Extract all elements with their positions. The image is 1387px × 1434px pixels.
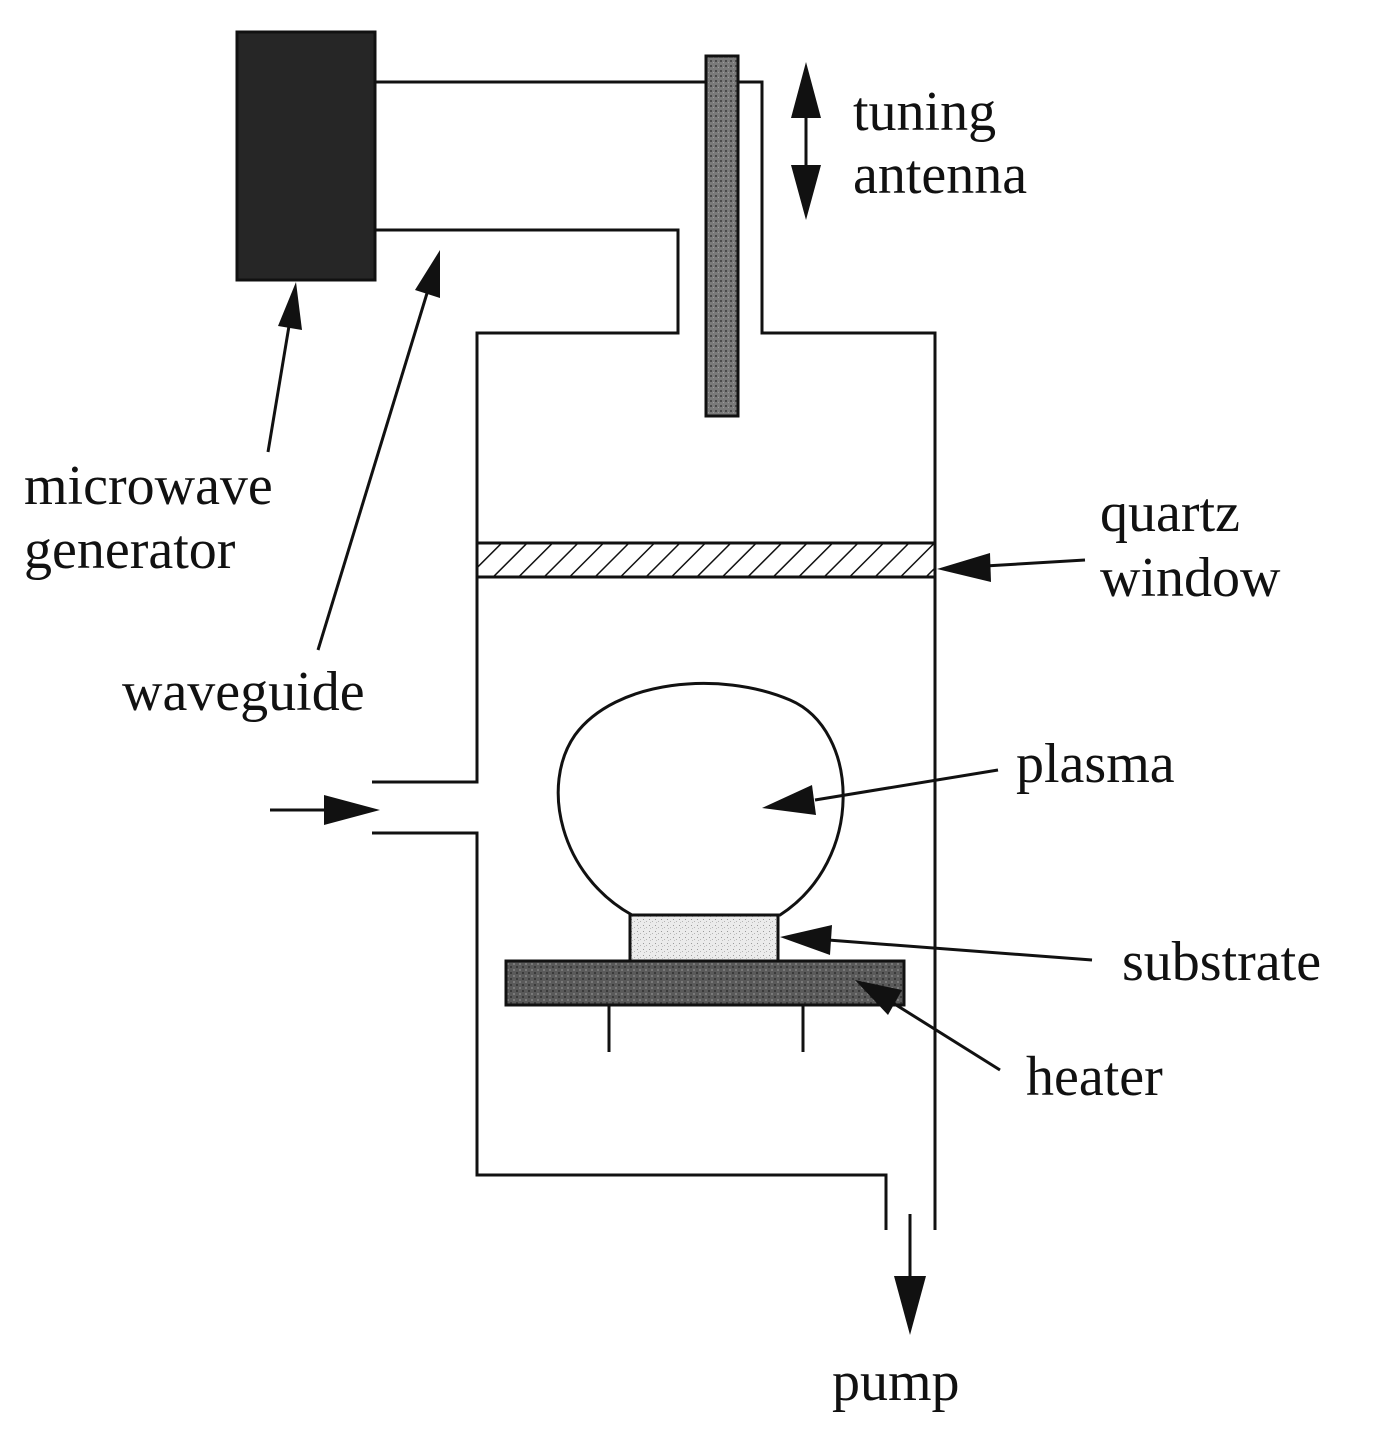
double-vertical-arrow-icon (791, 62, 821, 220)
waveguide-lower-wall (372, 228, 680, 784)
down-arrow-icon (894, 1214, 926, 1335)
microwave-generator-label-line2: generator (24, 519, 236, 581)
plasma-label: plasma (1016, 733, 1175, 795)
plasma-pointer-arrow (762, 768, 999, 815)
quartz-window-label-line2: window (1100, 547, 1281, 609)
microwave-generator (235, 30, 377, 282)
substrate-label: substrate (1122, 931, 1321, 993)
reactor-left-wall-lower (372, 831, 888, 1230)
waveguide-pointer-arrow (316, 250, 440, 651)
quartz-window (475, 541, 937, 579)
quartz-window-label-line1: quartz (1100, 482, 1240, 544)
plasma-ball (556, 681, 845, 917)
pump-label: pump (832, 1351, 960, 1413)
microwave-generator-pointer-arrow (266, 282, 302, 453)
substrate-pointer-arrow (780, 925, 1093, 962)
heater-label: heater (1026, 1046, 1163, 1108)
tuning-antenna-label-line2: antenna (853, 144, 1027, 206)
waveguide-right-wall (738, 80, 937, 1230)
waveguide-label: waveguide (122, 661, 365, 723)
right-arrow-icon (270, 795, 380, 825)
quartz-window-pointer-arrow (937, 553, 1086, 582)
microwave-generator-label-line1: microwave (24, 455, 273, 517)
heater-pointer-arrow (855, 980, 1001, 1072)
heater-plate (504, 959, 906, 1007)
substrate-block (628, 913, 780, 963)
tuning-antenna-label-line1: tuning (853, 81, 996, 143)
tuning-antenna-rod (704, 54, 740, 418)
